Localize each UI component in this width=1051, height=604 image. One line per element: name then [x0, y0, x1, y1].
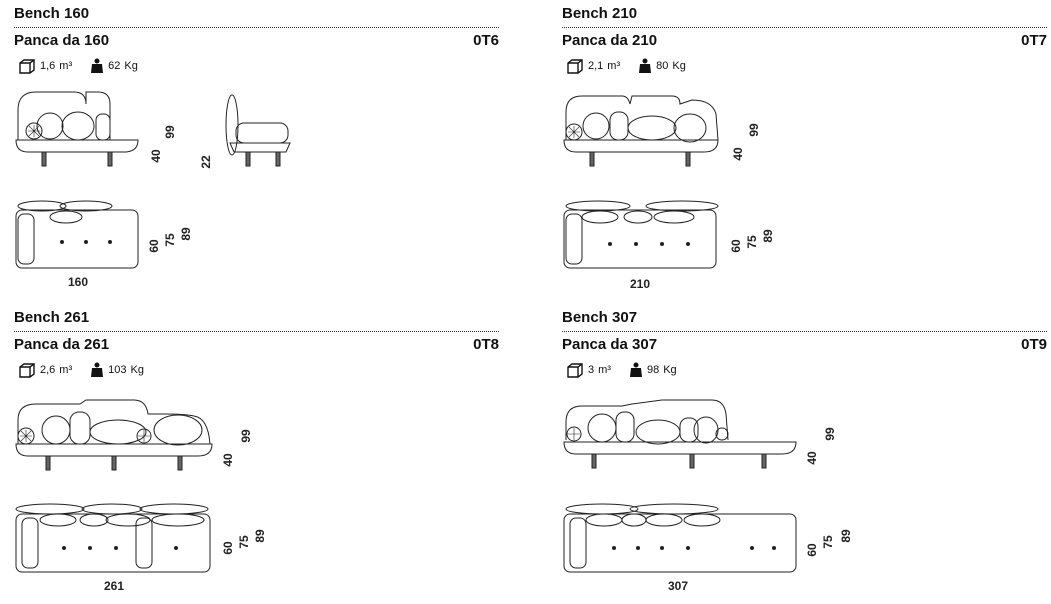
product-card-bench-160: Bench 160 Panca da 160 0T6 1,6 m³ 62 Kg	[14, 0, 499, 300]
product-code: 0T6	[473, 32, 499, 49]
dim-depth-seat: 60	[147, 239, 161, 253]
volume-value: 3	[588, 364, 595, 376]
weight-unit: Kg	[130, 364, 144, 376]
dim-leg: 22	[199, 155, 213, 169]
dim-height: 99	[747, 123, 761, 137]
box-icon	[566, 362, 584, 378]
top-view	[563, 200, 719, 269]
front-view	[563, 399, 797, 469]
volume-value: 2,1	[588, 60, 604, 72]
front-view	[15, 399, 213, 471]
dim-depth-mid: 75	[237, 535, 251, 549]
technical-drawing: 99 40 22 60 75 89 160	[15, 91, 291, 289]
title-english: Bench 307	[562, 309, 638, 326]
dim-length: 261	[104, 579, 124, 593]
product-code: 0T8	[473, 336, 499, 353]
technical-drawing: 99 40 60 75 89 210	[563, 95, 775, 291]
weight-icon	[90, 362, 104, 378]
title-italian: Panca da 261	[14, 336, 110, 353]
title-english: Bench 160	[14, 5, 90, 22]
product-card-bench-307: Bench 307 Panca da 307 0T9 3 m³ 98 Kg	[562, 304, 1047, 604]
weight-unit: Kg	[663, 364, 677, 376]
volume-unit: m³	[598, 364, 611, 376]
front-view	[563, 95, 719, 167]
volume-unit: m³	[59, 60, 73, 72]
dim-length: 210	[630, 277, 650, 291]
dim-depth-seat: 60	[221, 541, 235, 555]
weight-icon	[90, 58, 104, 74]
box-icon	[18, 58, 36, 74]
weight-value: 103	[108, 364, 127, 376]
dim-depth-total: 89	[839, 529, 853, 543]
product-card-bench-210: Bench 210 Panca da 210 0T7 2,1 m³ 80 Kg	[562, 0, 1047, 300]
top-view	[563, 503, 797, 573]
spec-row: 1,6 m³ 62 Kg	[18, 58, 138, 74]
box-icon	[566, 58, 584, 74]
title-english: Bench 261	[14, 309, 90, 326]
spec-row: 2,1 m³ 80 Kg	[566, 58, 686, 74]
weight-unit: Kg	[672, 60, 686, 72]
dim-depth-seat: 60	[729, 239, 743, 253]
dim-depth-total: 89	[253, 529, 267, 543]
volume-unit: m³	[59, 364, 73, 376]
top-view	[15, 503, 211, 573]
spec-row: 3 m³ 98 Kg	[566, 362, 677, 378]
title-italian: Panca da 160	[14, 32, 110, 49]
dim-depth-seat: 60	[805, 543, 819, 557]
technical-drawing: 99 40 60 75 89 261	[15, 399, 267, 593]
top-view	[15, 200, 139, 269]
weight-unit: Kg	[124, 60, 138, 72]
volume-value: 2,6	[40, 364, 56, 376]
dotted-divider	[562, 27, 1047, 28]
dotted-divider	[562, 331, 1047, 332]
front-view	[15, 91, 139, 167]
dim-height: 99	[823, 427, 837, 441]
dim-seat-height: 40	[149, 149, 163, 163]
side-view	[225, 94, 291, 167]
title-italian: Panca da 210	[562, 32, 658, 49]
dim-depth-mid: 75	[163, 233, 177, 247]
dotted-divider	[14, 331, 499, 332]
dim-depth-mid: 75	[821, 535, 835, 549]
dim-depth-total: 89	[179, 227, 193, 241]
weight-icon	[629, 362, 643, 378]
title-english: Bench 210	[562, 5, 638, 22]
dim-height: 99	[163, 125, 177, 139]
title-italian: Panca da 307	[562, 336, 658, 353]
dim-depth-mid: 75	[745, 235, 759, 249]
dim-height: 99	[239, 429, 253, 443]
dim-depth-total: 89	[761, 229, 775, 243]
product-card-bench-261: Bench 261 Panca da 261 0T8 2,6 m³ 103 Kg	[14, 304, 499, 604]
box-icon	[18, 362, 36, 378]
volume-unit: m³	[607, 60, 621, 72]
product-code: 0T9	[1021, 336, 1047, 353]
dim-seat-height: 40	[221, 453, 235, 467]
dim-seat-height: 40	[731, 147, 745, 161]
dim-length: 160	[68, 275, 88, 289]
weight-value: 80	[656, 60, 669, 72]
volume-value: 1,6	[40, 60, 56, 72]
technical-drawing: 99 40 60 75 89 307	[563, 399, 853, 593]
spec-row: 2,6 m³ 103 Kg	[18, 362, 144, 378]
product-code: 0T7	[1021, 32, 1047, 49]
weight-value: 62	[108, 60, 121, 72]
dim-length: 307	[668, 579, 688, 593]
dim-seat-height: 40	[805, 451, 819, 465]
dotted-divider	[14, 27, 499, 28]
weight-icon	[638, 58, 652, 74]
weight-value: 98	[646, 364, 660, 376]
